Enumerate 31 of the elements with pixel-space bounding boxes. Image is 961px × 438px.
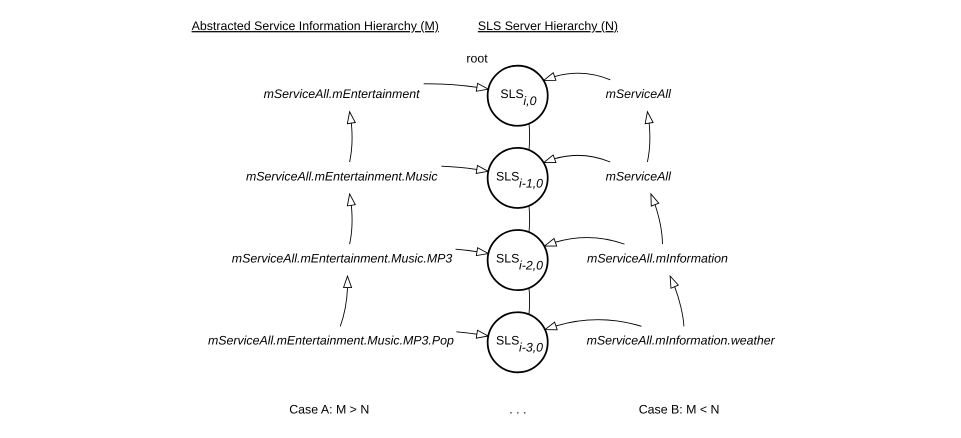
arrow [542,237,624,246]
node-text: mServiceAll.mInformation [586,251,728,266]
arrow [346,192,356,245]
node-text: mServiceAll.mEntertainment.Music [245,169,438,184]
arrow [440,164,489,174]
arrow [542,154,610,164]
arrow [543,319,642,330]
node-text: mServiceAll [605,87,670,102]
connector [528,123,530,150]
label: SLS Server Hierarchy (N) [477,19,618,34]
arrow [669,274,684,327]
arrow [455,330,490,339]
arrow [644,110,654,162]
connector [528,205,530,233]
arrow [422,82,490,92]
node-text: mServiceAll [605,169,670,184]
arrow [454,247,490,256]
node-label: root [466,51,488,66]
arrow [650,192,662,245]
node-text: mServiceAll.mInformation.weather [586,334,774,348]
arrow [542,72,610,81]
label: Abstracted Service Information Hierarchy (M) [191,19,438,34]
node-text: mServiceAll.mEntertainment [263,87,420,102]
connector [528,288,530,315]
arrow [346,110,356,162]
label: Case B: M < N [638,402,719,417]
node-text: mServiceAll.mEntertainment.Music.MP3 [231,251,452,266]
node-text: mServiceAll.mEntertainment.Music.MP3.Pop [207,334,454,348]
arrow [339,274,352,327]
label: . . . [508,402,526,417]
label: Case A: M > N [288,402,369,417]
